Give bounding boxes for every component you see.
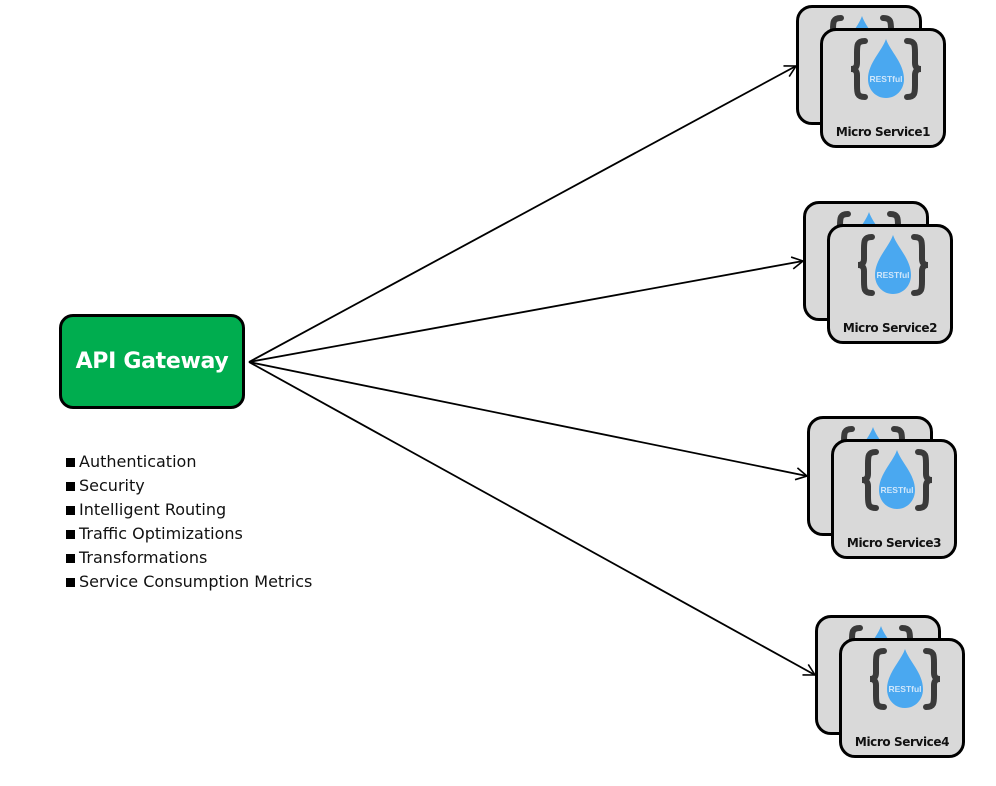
restful-badge-text: RESTful xyxy=(869,74,902,84)
service-label: Micro Service2 xyxy=(842,321,938,335)
right-brace-icon xyxy=(911,234,929,296)
micro-service-3: RESTful RESTful Micro Service3 xyxy=(807,416,957,559)
api-gateway-node: API Gateway xyxy=(59,314,245,409)
water-drop-icon xyxy=(887,649,923,708)
feature-item: Transformations xyxy=(66,546,312,570)
service-card-front: RESTful Micro Service3 xyxy=(831,439,957,559)
micro-service-2: RESTful RESTful Micro Service2 xyxy=(803,201,953,344)
micro-service-4: RESTful RESTful Micro Service4 xyxy=(815,615,965,758)
service-label: Micro Service3 xyxy=(846,536,942,550)
service-card-front: RESTful Micro Service4 xyxy=(839,638,965,758)
left-brace-icon xyxy=(857,234,875,296)
service-label: Micro Service1 xyxy=(835,125,931,139)
square-bullet-icon xyxy=(66,457,75,467)
restful-logo-icon: RESTful xyxy=(860,448,934,512)
arrow-to-service-2 xyxy=(248,256,805,363)
feature-item: Service Consumption Metrics xyxy=(66,570,312,594)
restful-badge-text: RESTful xyxy=(888,684,921,694)
service-card-front: RESTful Micro Service1 xyxy=(820,28,946,148)
arrow-to-service-1 xyxy=(248,65,798,363)
square-bullet-icon xyxy=(66,505,75,515)
feature-item: Traffic Optimizations xyxy=(66,522,312,546)
water-drop-icon xyxy=(868,39,904,98)
service-card-front: RESTful Micro Service2 xyxy=(827,224,953,344)
square-bullet-icon xyxy=(66,553,75,563)
left-brace-icon xyxy=(869,648,887,710)
arrow-to-service-3 xyxy=(248,361,809,481)
arrow-to-service-4 xyxy=(248,361,817,676)
square-bullet-icon xyxy=(66,481,75,491)
gateway-feature-list: Authentication Security Intelligent Rout… xyxy=(66,450,312,594)
feature-item: Intelligent Routing xyxy=(66,498,312,522)
right-brace-icon xyxy=(923,648,941,710)
feature-item: Security xyxy=(66,474,312,498)
restful-badge-text: RESTful xyxy=(876,270,909,280)
restful-badge-text: RESTful xyxy=(880,485,913,495)
feature-item: Authentication xyxy=(66,450,312,474)
service-label: Micro Service4 xyxy=(854,735,950,749)
micro-service-1: RESTful RESTful Micro Service1 xyxy=(796,5,946,148)
water-drop-icon xyxy=(879,450,915,509)
right-brace-icon xyxy=(915,449,933,511)
restful-logo-icon: RESTful xyxy=(856,233,930,297)
left-brace-icon xyxy=(850,38,868,100)
square-bullet-icon xyxy=(66,529,75,539)
square-bullet-icon xyxy=(66,577,75,587)
restful-logo-icon: RESTful xyxy=(868,647,942,711)
right-brace-icon xyxy=(904,38,922,100)
left-brace-icon xyxy=(861,449,879,511)
restful-logo-icon: RESTful xyxy=(849,37,923,101)
water-drop-icon xyxy=(875,235,911,294)
api-gateway-label: API Gateway xyxy=(75,349,229,374)
